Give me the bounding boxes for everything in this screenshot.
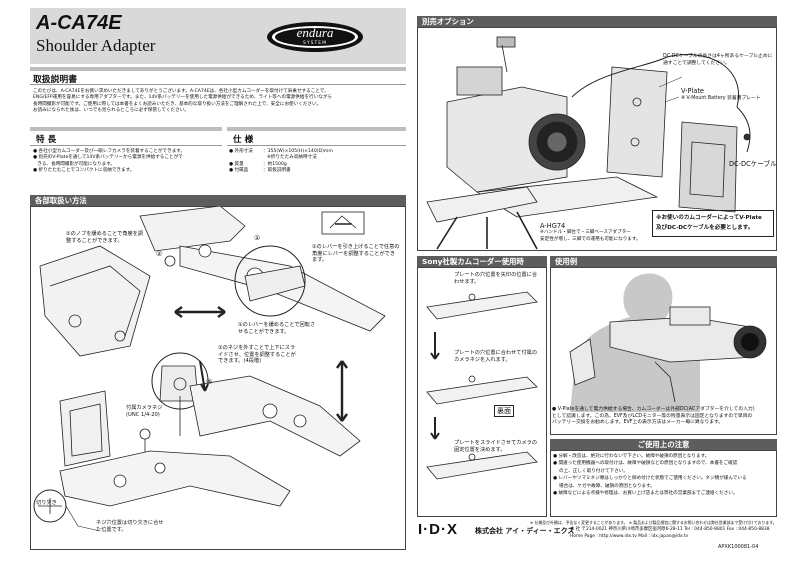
caution-item: ● レバーやツマミネジ類はしっかりと締め付けた状態でご使用ください。ネジ類が緩ん… bbox=[553, 476, 747, 482]
ahg74-note-line: ※ハンドル・脚台で・三脚ベースアダプター bbox=[540, 230, 631, 235]
caution-section-header: ご使用上の注意 bbox=[550, 439, 777, 450]
marker-1: ① bbox=[254, 234, 261, 242]
callout-camera-screw: 付属カメラネジ (UNC 1/4-20) bbox=[126, 405, 186, 418]
usage-note-line: バッテリー交換をお勧めします。EVF上の表示方法はメーカー毎に異なります。 bbox=[552, 420, 724, 426]
usage-note-line: ● V-Plateを通して電力供給する場合、カムコーダーは外部DC(ACアダプタ… bbox=[552, 407, 755, 412]
boxed-note-line: ※お使いのカムコーダーによってV-Plate bbox=[656, 215, 762, 221]
spec-label: 外形寸法 bbox=[234, 149, 253, 154]
feature-item: ● 別売のV-Plateを通して14V系バッテリーから電源を供給することがで bbox=[33, 155, 183, 161]
caution-panel bbox=[550, 450, 777, 517]
dc-cable-note: DC-DCケーブルの長さは4ヶ所あるケーブル止めに通すことで調整してください。 bbox=[663, 54, 773, 66]
title-rule bbox=[30, 67, 406, 71]
specs-rule bbox=[227, 127, 406, 131]
features-rule bbox=[30, 127, 222, 131]
callout-hole-position: ネジ穴位置は切り欠きに合せた位置です。 bbox=[96, 520, 164, 533]
spec-label: 付属品 bbox=[234, 168, 249, 174]
callout-angle-knob: ②のノブを緩めることで角度を調整することができます。 bbox=[66, 231, 144, 244]
marker-2: ② bbox=[156, 250, 163, 258]
feature-text: きる、長時間撮影が可能になります。 bbox=[37, 161, 115, 167]
callout-slide-screw: ③のネジを外すことで上下にスライドさせ、位置を調整することができます。(4段階) bbox=[218, 345, 296, 365]
callout-lever-rotate: ①のレバーを緩めることで回転させることができます。 bbox=[238, 322, 316, 335]
feature-item: ● 折りたたむことでコンパクトに収納できます。 bbox=[33, 168, 135, 174]
address-line: 本 社 〒214-0021 神奈川県川崎市多摩区宿河原6-28-11 Tel :… bbox=[570, 527, 770, 532]
ahg74-note: ※ハンドル・脚台で・三脚ベースアダプター 安定性が増し、三脚での運用も可能になり… bbox=[540, 230, 641, 243]
company-name: 株式会社 アイ・ディー・エクス bbox=[475, 527, 575, 535]
callout-line: (UNC 1/4-20) bbox=[126, 411, 160, 418]
sony-section-header: Sony社製カムコーダー使用時 bbox=[417, 256, 547, 267]
ahg74-note-line: 安定性が増し、三脚での運用も可能になります。 bbox=[540, 236, 641, 242]
intro-line: お読みになられた後は、いつでも見られるところに必ず保管してください。 bbox=[33, 108, 189, 114]
options-panel bbox=[417, 27, 777, 251]
callout-line: 付属カメラネジ bbox=[126, 405, 163, 411]
spec-row: ● 質量：約1500g bbox=[229, 161, 287, 167]
marker-3: ③ bbox=[206, 378, 213, 386]
boxed-note-line: 及びDC-DCケーブルを必要とします。 bbox=[656, 225, 754, 231]
intro-line: 長時間撮影が可能です。ご使用に際しては本書をよくお読みいただき、基本的な取り扱い… bbox=[33, 101, 322, 107]
sony-panel bbox=[417, 267, 547, 517]
feature-text: 別売のV-Plateを通して14V系バッテリーから電源を供給することがで bbox=[38, 155, 183, 161]
spec-value: ※折りたたみ収納時寸法 bbox=[267, 155, 317, 161]
doc-number: APXK100081-04 bbox=[718, 544, 759, 550]
footer-disclaimer: ※ 仕様及び外観は、予告なく変更することがあります。 ※ 製品および製品梱包に関… bbox=[530, 520, 777, 525]
specs-table: ● 外形寸法：355(W)×105(H)×140(D)mm ※折りたたみ収納時寸… bbox=[229, 149, 405, 175]
usage-illustration bbox=[569, 273, 767, 412]
intro-text: このたびは、A-CA74Eをお買い求めいただきましてありがとうございます。A-C… bbox=[33, 89, 405, 115]
callout-lever-angle: ①のレバーを引き上げることで任意の角度にレバーを調整することができます。 bbox=[312, 244, 400, 264]
specs-rule-bottom bbox=[227, 145, 406, 146]
specs-title: 仕 様 bbox=[233, 135, 254, 145]
features-list: ● 各社小型カムコーダー及び一眼レフカメラを装着することができます。 ● 別売の… bbox=[33, 149, 223, 175]
parts-illustration bbox=[33, 206, 386, 532]
usage-section-header: 使用例 bbox=[550, 256, 777, 267]
logo-sub: SYSTEM bbox=[303, 41, 327, 46]
feature-text: 各社小型カムコーダー及び一眼レフカメラを装着することができます。 bbox=[38, 149, 186, 154]
options-illustration bbox=[426, 36, 751, 250]
feature-item: ● 各社小型カムコーダー及び一眼レフカメラを装着することができます。 bbox=[33, 149, 186, 154]
spec-value: ：約1500g bbox=[263, 161, 287, 167]
features-title: 特 長 bbox=[36, 135, 57, 145]
caution-item: の上、正しく取り付けて下さい。 bbox=[559, 468, 628, 474]
usage-note-line: として認識します。この為、EVF及びLCDモニター等の残量表示は固定となりますの… bbox=[552, 413, 753, 419]
model-number: A-CA74E bbox=[36, 12, 122, 34]
spec-row: ※折りたたみ収納時寸法 bbox=[229, 155, 405, 161]
options-section-header: 別売オプション bbox=[417, 16, 777, 27]
back-side-label: 裏面 bbox=[494, 405, 514, 417]
caution-item: ● 間違った使用機器への取付けは、故障や破損などの原因となりますので、本書をご確… bbox=[553, 461, 738, 467]
caution-item: ● 分解・改造は、絶対に行わないで下さい。故障や破損の原因となります。 bbox=[553, 454, 710, 459]
usage-note: ● V-Plateを通して電力供給する場合、カムコーダーは外部DC(ACアダプタ… bbox=[552, 407, 776, 427]
intro-line: このたびは、A-CA74Eをお買い求めいただきましてありがとうございます。A-C… bbox=[33, 89, 329, 94]
callout-notch: 切り欠き bbox=[36, 500, 57, 506]
feature-item: きる、長時間撮影が可能になります。 bbox=[33, 162, 223, 168]
ahg74-label: A-HG74 bbox=[540, 222, 566, 230]
caution-item: ● 故障などによる点検や修理は、お買い上げ店または弊社の営業部までご連絡ください… bbox=[553, 491, 738, 497]
title-rule-bottom bbox=[30, 84, 406, 85]
spec-row: ● 付属品：取扱説明書 bbox=[229, 168, 291, 174]
idx-logo: I·D·X bbox=[418, 521, 458, 538]
features-rule-bottom bbox=[30, 145, 222, 146]
sony-step2: プレートの穴位置に合わせて付属のカメラネジを入れます。 bbox=[454, 350, 538, 363]
feature-text: 折りたたむことでコンパクトに収納できます。 bbox=[38, 168, 135, 174]
sony-step1: プレートの穴位置を矢印の位置に合わせます。 bbox=[454, 272, 538, 285]
logo-word: endura bbox=[296, 25, 334, 40]
caution-item: 場合は、ケガや故障、破損の原因となります。 bbox=[559, 483, 655, 489]
vplate-required-note: ※お使いのカムコーダーによってV-Plate 及びDC-DCケーブルを必要としま… bbox=[652, 210, 774, 237]
spec-row: ● 外形寸法：355(W)×105(H)×140(D)mm bbox=[229, 149, 333, 154]
vplate-label: V-Plate bbox=[681, 87, 704, 95]
intro-line: ENG/EFP運用を容易にする専用アダプターです。また、14V系バッテリーを使用… bbox=[33, 95, 333, 101]
sony-illustration bbox=[426, 291, 538, 480]
usage-panel bbox=[550, 267, 777, 435]
endura-logo: endura SYSTEM bbox=[265, 20, 365, 54]
dc-cable-label: DC-DCケーブル bbox=[729, 160, 777, 168]
spec-label: 質量 bbox=[234, 161, 244, 167]
company-address: 本 社 〒214-0021 神奈川県川崎市多摩区宿河原6-28-11 Tel :… bbox=[570, 526, 775, 540]
spec-value: ：355(W)×105(H)×140(D)mm bbox=[263, 149, 333, 154]
caution-list: ● 分解・改造は、絶対に行わないで下さい。故障や破損の原因となります。 ● 間違… bbox=[553, 453, 775, 497]
sony-step3: プレートをスライドさせてカメラの固定位置を決めます。 bbox=[454, 440, 538, 453]
manual-title: 取扱説明書 bbox=[33, 75, 77, 85]
vplate-note: ※ V-Mount Battery 装着用プレート bbox=[681, 96, 761, 101]
spec-value: ：取扱説明書 bbox=[263, 168, 291, 174]
parts-section-header: 各部取扱い方法 bbox=[30, 195, 406, 206]
product-name: Shoulder Adapter bbox=[36, 36, 156, 55]
homepage-line: Home Page : http://www.idx.tv Mail : idx… bbox=[570, 534, 689, 539]
